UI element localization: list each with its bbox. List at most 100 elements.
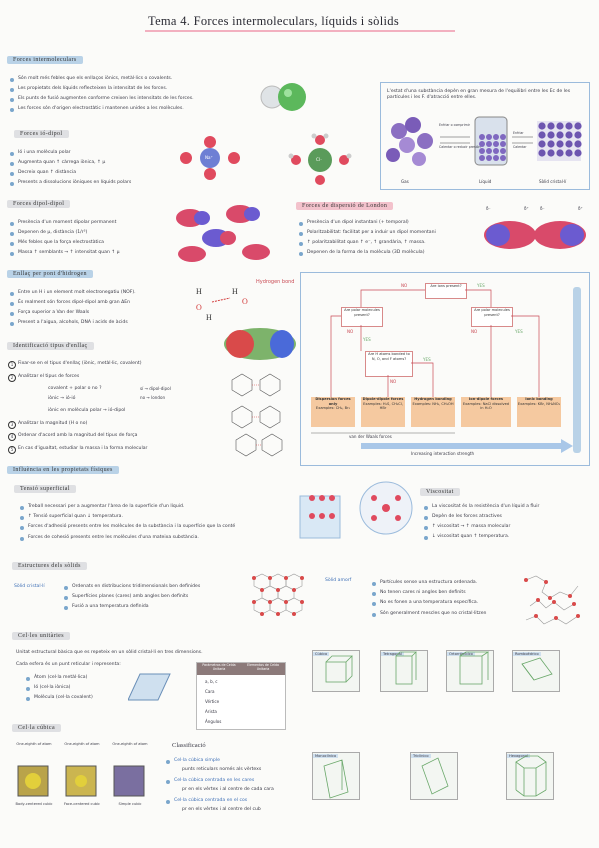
vis-item: ↑ viscositat → ↑ massa molecular bbox=[432, 524, 511, 529]
section-header-celles: Cel·les unitàries bbox=[12, 632, 70, 640]
crystalline-title: Sòlid cristal·lí bbox=[14, 584, 45, 589]
amo-item: Partícules sense una estructura ordenada… bbox=[380, 580, 478, 585]
dna-image bbox=[231, 373, 283, 457]
cell-item: Ió (cel·la iònica) bbox=[34, 685, 71, 690]
flow-q4: Are H atoms bonded to N, O, and F atoms? bbox=[365, 351, 413, 377]
s4-item: Presència d'un dipol instantani (+ tempo… bbox=[307, 220, 409, 225]
section-header-tensio: Tensió superficial bbox=[14, 485, 76, 493]
section-header-estructures: Estructures dels sòlids bbox=[12, 562, 87, 570]
crystal-monoclinic: Monoclínico bbox=[312, 752, 360, 800]
sub-step2: no → london bbox=[140, 395, 166, 400]
s2-item: Augmenta quan ↑ càrrega iònica, ↑ μ bbox=[18, 160, 106, 165]
flow-no: NO bbox=[347, 329, 354, 334]
sub-step: iònic en molècula polar → ió-dipol bbox=[48, 408, 126, 413]
state-text: L'estat d'una substància depèn en gran m… bbox=[387, 89, 571, 101]
flow-arrows bbox=[311, 289, 573, 453]
page-title: Tema 4. Forces intermoleculars, líquids … bbox=[148, 14, 399, 28]
section-header-dispersion: Forces de dispersió de London bbox=[296, 202, 394, 210]
ts-item: ↑ Tensió superficial quan ↓ temperatura. bbox=[28, 514, 123, 519]
flow-yes: YES bbox=[515, 329, 523, 334]
amo-item: No tenen cares ni angles ben definits bbox=[380, 590, 466, 595]
cube-label: One-eighth of atom bbox=[64, 742, 100, 746]
amorphous-title: Sòlid amorf bbox=[325, 578, 352, 583]
vdw-label: van der Waals forces bbox=[349, 434, 392, 439]
flow-yes: YES bbox=[423, 357, 431, 362]
phase-label: Líquid bbox=[479, 179, 492, 184]
cri-item: Ordenats en distribucions tridimensional… bbox=[72, 584, 201, 589]
partial-charge: δ⁻ bbox=[486, 206, 491, 211]
s3-item: Presència d'un moment dipolar permanent bbox=[18, 220, 117, 225]
arrow-label: Calentar bbox=[513, 145, 527, 149]
table-cell: Arista bbox=[205, 709, 217, 714]
svg-text:H: H bbox=[232, 287, 238, 296]
ts-item: Forces d'adhesió presents entre les molè… bbox=[28, 524, 236, 529]
step-text: Analitzar la magnitud (H o no) bbox=[18, 421, 88, 426]
step-number: 2 bbox=[8, 374, 16, 382]
hbond-label: Hydrogen bond bbox=[256, 279, 295, 285]
unit-cell-def: Unitat estructural bàsica que es repetei… bbox=[16, 650, 203, 655]
section-header-dipole-dipole: Forces dipol-dipol bbox=[7, 200, 71, 208]
cube-type: Simple cubic bbox=[118, 802, 142, 806]
phase-state-box: L'estat d'una substància depèn en gran m… bbox=[380, 82, 590, 190]
electrostatic-map-image bbox=[224, 328, 296, 360]
s5-item: És realment són forces dipol-dipol amb g… bbox=[18, 300, 131, 305]
section-header-viscositat: Viscositat bbox=[420, 488, 460, 496]
section-header-cubica: Cel·la cúbica bbox=[12, 724, 62, 732]
crystalline-lattice-image bbox=[252, 573, 304, 616]
unit-cell-table: Parámetros de Celda Unitaria Elementos d… bbox=[196, 662, 286, 730]
cell-item: Molècula (cel·la covalent) bbox=[34, 695, 93, 700]
ion-label-na: Na⁺ bbox=[205, 155, 213, 160]
s1-item: Les forces són d'origen electrostàtic i … bbox=[18, 106, 184, 111]
dipole-dipole-image bbox=[176, 205, 270, 262]
table-cell: Ángulos bbox=[205, 719, 222, 724]
dispersion-image bbox=[484, 221, 586, 249]
table-cell: Cara bbox=[205, 689, 215, 694]
cell-item: Àtom (cel·la metàl·lica) bbox=[34, 675, 88, 680]
step-number: 1 bbox=[8, 361, 16, 369]
flow-no: NO bbox=[401, 283, 408, 288]
parallelogram-cell-image bbox=[128, 673, 171, 701]
class-item: Cel·la cúbica centrada en les cares bbox=[174, 778, 255, 783]
crystal-hexagonal: Hexagonal bbox=[506, 752, 554, 800]
step-text: En cas d'igualtat, estudiar la massa i l… bbox=[18, 446, 148, 451]
scrollbar bbox=[573, 287, 581, 453]
s2-item: Ió i una molècula polar bbox=[18, 150, 71, 155]
s4-item: ↑ polaritzabilitat quan ↑ e⁻, ↑ grandàri… bbox=[307, 240, 426, 245]
phase-label: Gas bbox=[401, 179, 409, 184]
sub-step2: sí → dipol-dipol bbox=[140, 386, 171, 391]
arrow-label: Enfriar o comprimir bbox=[439, 123, 470, 127]
cube-label: One-eighth of atom bbox=[112, 742, 148, 746]
s2-item: Decreix quan ↑ distància bbox=[18, 170, 77, 175]
class-detail: pr en els vèrtex i al centre del cub bbox=[182, 807, 261, 812]
flow-q2: Are polar molecules present? bbox=[341, 307, 383, 327]
s5-item: Present a l'aigua, alcohols, DNA i acids… bbox=[18, 320, 128, 325]
step-text: Fixar-se en el tipus d'enllaç (iònic, me… bbox=[18, 361, 142, 366]
svg-text:O: O bbox=[196, 303, 202, 312]
partial-charge: δ⁻ bbox=[540, 206, 545, 211]
flowchart-box: Are ions present? Are polar molecules pr… bbox=[300, 272, 590, 466]
cri-item: Fusió a una temperatura definida bbox=[72, 604, 149, 609]
cube-label: One-eighth of atom bbox=[16, 742, 52, 746]
s3-item: Depenen de μ, distància (1/r³) bbox=[18, 230, 88, 235]
ion-label-cl: Cl⁻ bbox=[316, 157, 323, 162]
amo-item: Són generalment mescles que no cristal·l… bbox=[380, 611, 487, 616]
step-number: 3 bbox=[8, 421, 16, 429]
s5-item: Força superior a Van der Waals bbox=[18, 310, 90, 315]
partial-charge: δ⁺ bbox=[524, 206, 529, 211]
s4-item: Polaritzabilitat: facilitat per a induir… bbox=[307, 230, 436, 235]
increasing-label: Increasing interaction strength bbox=[411, 451, 475, 456]
flow-no: NO bbox=[471, 329, 478, 334]
cubic-cells-image bbox=[17, 765, 145, 797]
crystal-orthorhombic: Ortorrómbico bbox=[446, 650, 494, 692]
section-header-hbond: Enllaç per pont d'hidrogen bbox=[7, 270, 93, 278]
crystal-rhombohedral: Romboédrico bbox=[512, 650, 560, 692]
section-header-ion-dipole: Forces ió-dipol bbox=[14, 130, 69, 138]
arrow-label: Calentar o reducir presión bbox=[439, 145, 481, 149]
ion-dipole-image bbox=[180, 133, 352, 185]
s3-item: Massa ↑ semblants → ↑ intensitat quan ↑ … bbox=[18, 250, 120, 255]
svg-text:O: O bbox=[242, 297, 248, 306]
